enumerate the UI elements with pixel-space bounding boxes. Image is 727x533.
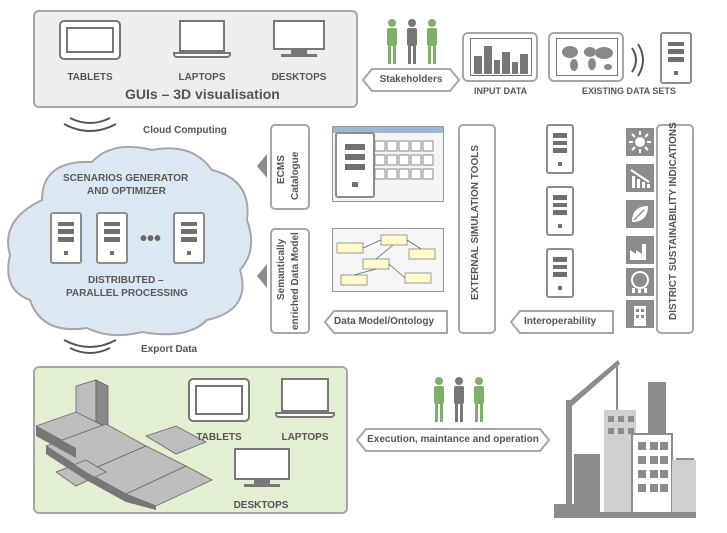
city-3d-model (36, 379, 213, 510)
cloud-bottom-text-2: PARALLEL PROCESSING (66, 288, 188, 299)
ext-sim-box (458, 124, 496, 334)
existing-data-label: EXISTING DATA SETS (582, 86, 676, 96)
bottom-desktop-icon (234, 448, 290, 492)
stakeholders-icon (387, 19, 437, 64)
execution-tag-shape (356, 428, 550, 452)
ecms-arrow-icon (257, 154, 267, 178)
interop-tag-shape (510, 310, 614, 334)
wireless-waves-icon (631, 43, 644, 77)
stakeholders-label: Stakeholders (379, 74, 443, 85)
interop-server-1-icon (546, 124, 574, 174)
export-data-label: Export Data (141, 344, 198, 355)
chart-decline-icon (626, 164, 654, 192)
bottom-desktops-label: DESKTOPS (233, 500, 289, 511)
world-map-icon (556, 38, 618, 76)
export-waves-icon (63, 339, 117, 354)
leaf-icon (626, 200, 654, 228)
input-data-label: INPUT DATA (474, 86, 528, 96)
ext-sim-label: EXTERNAL SIMULATION TOOLS (470, 144, 481, 300)
data-model-label-2: enriched Data Model (290, 232, 301, 330)
existing-data-server-icon (660, 32, 692, 84)
desktop-icon (273, 20, 325, 60)
gui-tablets-label: TABLETS (67, 72, 113, 83)
data-model-label-1: Semantically (276, 238, 287, 300)
ecms-catalogue-box (270, 124, 310, 210)
cloud-waves-top-icon (63, 117, 117, 132)
cloud-top-text-2: AND OPTIMIZER (87, 186, 166, 197)
existing-data-box (548, 32, 624, 82)
city-skyline-icon (470, 38, 532, 76)
cloud-server-2-icon (96, 212, 128, 264)
cloud-shape (7, 145, 253, 337)
construction-city-icon (554, 360, 696, 518)
data-model-tag-label: Data Model/Ontology (334, 316, 434, 327)
data-model-tag-shape (324, 310, 448, 334)
data-model-arrow-icon (257, 264, 267, 288)
interop-server-2-icon (546, 186, 574, 236)
ecms-label-1: ECMS (276, 155, 287, 184)
bottom-tablet-icon (188, 378, 250, 422)
execution-people-icon (434, 377, 484, 422)
ecms-label-2: Catalogue (290, 151, 301, 200)
tablet-icon (59, 20, 121, 60)
data-model-screenshot (332, 228, 444, 292)
district-box (656, 124, 694, 334)
gui-desktops-label: DESKTOPS (271, 72, 327, 83)
ecms-server-icon (335, 132, 375, 198)
community-icon (626, 268, 654, 296)
bottom-laptop-icon (275, 378, 335, 422)
building-icon (626, 300, 654, 328)
bottom-laptops-label: LAPTOPS (281, 432, 329, 443)
data-model-box (270, 228, 310, 334)
cloud-server-3-icon (173, 212, 205, 264)
execution-label: Execution, maintance and operation (367, 434, 539, 445)
industry-icon (626, 236, 654, 264)
bottom-tablets-label: TABLETS (196, 432, 242, 443)
cloud-top-text-1: SCENARIOS GENERATOR (63, 173, 189, 184)
gui-panel: TABLETS LAPTOPS DESKTOPS GUIs – 3D visua… (33, 10, 358, 108)
interop-label: Interoperability (524, 316, 597, 327)
cloud-ellipsis-icon: ••• (140, 228, 162, 250)
gui-laptops-label: LAPTOPS (178, 72, 226, 83)
sun-icon (626, 128, 654, 156)
cloud-computing-label: Cloud Computing (143, 125, 227, 136)
gui-panel-title: GUIs – 3D visualisation (125, 86, 280, 102)
cloud-server-1-icon (50, 212, 82, 264)
district-label: DISTRICT SUSTAINABILITY INDICATIONS (668, 122, 679, 320)
stakeholders-arrow (362, 68, 460, 92)
input-data-box (462, 32, 538, 82)
interop-server-3-icon (546, 248, 574, 298)
cloud-bottom-text-1: DISTRIBUTED – (88, 275, 164, 286)
laptop-icon (173, 20, 231, 60)
